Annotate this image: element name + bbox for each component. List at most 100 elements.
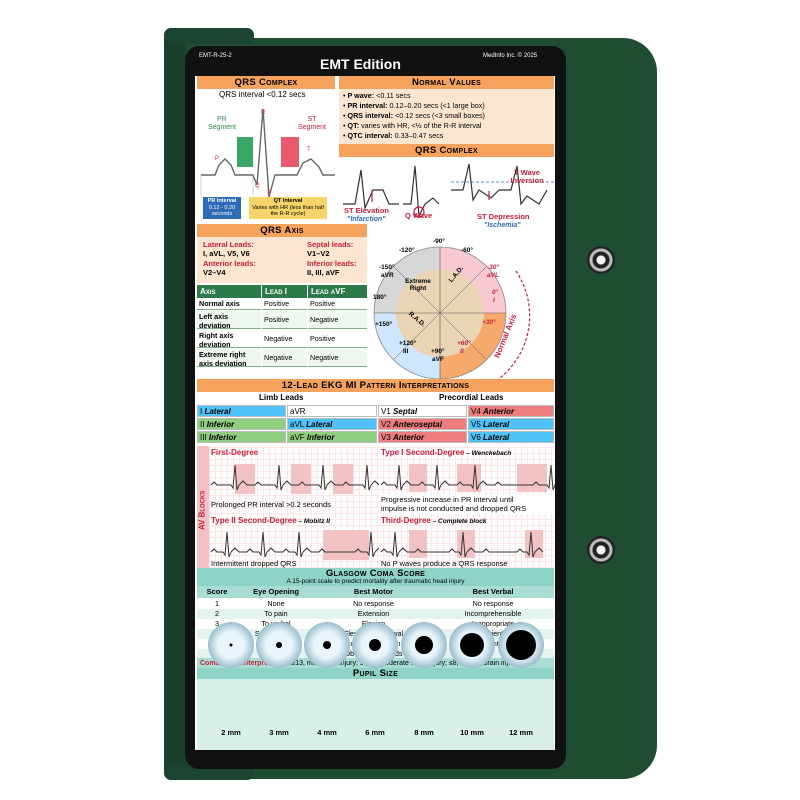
- anterior-leads-value: V2–V4: [203, 268, 226, 277]
- upper-ring-hole: [587, 246, 615, 274]
- mi-lead-cell: aVR: [287, 405, 377, 417]
- mi-lead-cell: V6 Lateral: [468, 431, 554, 443]
- anterior-leads-title: Anterior leads:: [203, 259, 256, 268]
- axis-row-lead-avf: Positive: [308, 298, 367, 310]
- gcs-column-header: Eye Opening: [237, 586, 315, 598]
- mi-lead-name: V1: [381, 407, 391, 416]
- top-clip-tab: [164, 28, 254, 44]
- normal-values-panel: • P wave: <0.11 secs• PR interval: 0.12–…: [339, 89, 554, 144]
- deg-m60: -60°: [461, 247, 473, 254]
- lead-avf-col-header: Lead aVF: [308, 285, 367, 298]
- mi-lead-name: III: [200, 433, 207, 442]
- deg-m90: -90°: [433, 238, 445, 245]
- t-wave-inversion-label: T Wave Inversion: [510, 168, 544, 186]
- qrs-abnormality-diagram: [343, 163, 554, 219]
- type1-desc-2: impulse is not conducted and dropped QRS: [381, 504, 527, 513]
- mi-lead-name: V4: [471, 407, 481, 416]
- type2-trace: [210, 531, 379, 558]
- lead-i-col-header: Lead I: [262, 285, 307, 298]
- ecg-highlight: [517, 464, 547, 492]
- septal-leads-value: V1–V2: [307, 249, 330, 258]
- q-wave-label: Q: [255, 183, 260, 189]
- pupil-size-label: 6 mm: [365, 728, 385, 737]
- lateral-leads-value: I, aVL, V5, V6: [203, 249, 250, 258]
- mi-lead-cell: V1 Septal: [378, 405, 467, 417]
- pr-segment-block: [237, 137, 253, 167]
- normal-value-item: • QT: varies with HR, <½ of the R-R inte…: [343, 121, 482, 130]
- q-wave-label-2: Q Wave: [405, 211, 433, 220]
- septal-leads-title: Septal leads:: [307, 240, 354, 249]
- mi-lead-area: Anteroseptal: [393, 420, 442, 429]
- gcs-interp-label: Coma score interpretation:: [200, 660, 290, 667]
- pr-segment-label: PR Segment: [207, 116, 237, 131]
- first-degree-desc: Prolonged PR interval >0.2 seconds: [211, 500, 331, 509]
- pupil-1: [208, 622, 254, 668]
- type2-desc: Intermittent dropped QRS: [211, 559, 297, 568]
- ischemia-label: "Ischemia": [484, 222, 521, 229]
- mi-lead-area: Lateral: [483, 420, 510, 429]
- normal-value-text: <0.12 secs (<3 small boxes): [393, 111, 485, 120]
- infarction-label: "Infarction": [347, 216, 386, 223]
- mi-lead-cell: I Lateral: [197, 405, 286, 417]
- mi-lead-cell: V3 Anterior: [378, 431, 467, 443]
- gcs-subtitle: A 15-point scale to predict mortality af…: [197, 578, 554, 587]
- deg-m120: -120°: [399, 247, 415, 254]
- axis-row-name: Extreme right axis deviation: [197, 349, 261, 367]
- lead-iii-label: III: [403, 348, 409, 355]
- type1-trace: [380, 464, 555, 491]
- gcs-cell: No response: [315, 599, 432, 609]
- axis-row-lead-i: Positive: [262, 311, 307, 329]
- av-blocks-side-label: AV Blocks: [197, 490, 207, 531]
- type1-title-row: Type I Second-Degree – Wenckebach: [381, 448, 512, 458]
- third-trace: [380, 531, 544, 558]
- gcs-column-header: Score: [197, 586, 237, 598]
- axis-leads-panel: [197, 237, 367, 283]
- av-blocks-side-bar: [197, 446, 209, 574]
- axis-row-lead-i: Positive: [262, 298, 307, 310]
- pupil-center: [323, 641, 331, 649]
- deg-p30: +30°: [482, 319, 496, 326]
- pupil-center: [369, 639, 381, 651]
- clipboard-hinge: [164, 30, 186, 778]
- mi-lead-name: V6: [471, 433, 481, 442]
- lower-ring-hole: [587, 536, 615, 564]
- mi-lead-area: Lateral: [204, 407, 231, 416]
- mi-lead-area: Inferior: [208, 433, 237, 442]
- deg-m150: -150°: [379, 264, 395, 271]
- pupil-size-label: 12 mm: [509, 728, 533, 737]
- avf-label: aVF: [432, 356, 444, 363]
- normal-values-header: Normal Values: [339, 76, 554, 89]
- st-elevation-label: ST Elevation: [344, 206, 390, 215]
- pupil-size-label: 3 mm: [269, 728, 289, 737]
- axis-row-lead-avf: Negative: [308, 311, 367, 329]
- mi-lead-area: Lateral: [483, 433, 510, 442]
- gcs-cell: Inappropriate: [432, 619, 554, 629]
- pupil-center: [276, 642, 282, 648]
- card-code: EMT-R-25-2: [199, 53, 232, 59]
- third-title: Third-Degree: [381, 516, 431, 525]
- extreme-right-label: Extreme Right: [405, 278, 431, 293]
- type2-title: Type II Second-Degree: [211, 516, 297, 525]
- mi-lead-cell: V5 Lateral: [468, 418, 554, 430]
- type1-sub: – Wenckebach: [464, 450, 512, 457]
- deg-p60: +60°: [457, 340, 471, 347]
- deg-p150: +150°: [375, 321, 393, 328]
- normal-value-item: • PR interval: 0.12–0.20 secs (<1 large …: [343, 101, 485, 110]
- axis-row-lead-i: Negative: [262, 349, 307, 367]
- mi-lead-name: I: [200, 407, 203, 416]
- normal-value-label: PR interval:: [347, 101, 388, 110]
- normal-value-item: • QTC interval: 0.33–0.47 secs: [343, 131, 444, 140]
- pupil-size-label: 2 mm: [221, 728, 241, 737]
- limb-leads-title: Limb Leads: [259, 393, 304, 402]
- mi-patterns-header: 12-Lead EKG MI Pattern Interpretations: [197, 379, 554, 392]
- ecg-highlight: [291, 464, 311, 494]
- third-title-row: Third-Degree – Complete block: [381, 516, 486, 526]
- axis-row-name: Normal axis: [197, 298, 261, 310]
- pupil-7: [498, 622, 544, 668]
- type1-desc-1: Progressive increase in PR interval unti…: [381, 495, 514, 504]
- gcs-cell: 3: [197, 619, 237, 629]
- mi-lead-name: II: [200, 420, 205, 429]
- pupil-size-label: 4 mm: [317, 728, 337, 737]
- lateral-leads-title: Lateral Leads:: [203, 240, 254, 249]
- ecg-highlight: [235, 464, 255, 494]
